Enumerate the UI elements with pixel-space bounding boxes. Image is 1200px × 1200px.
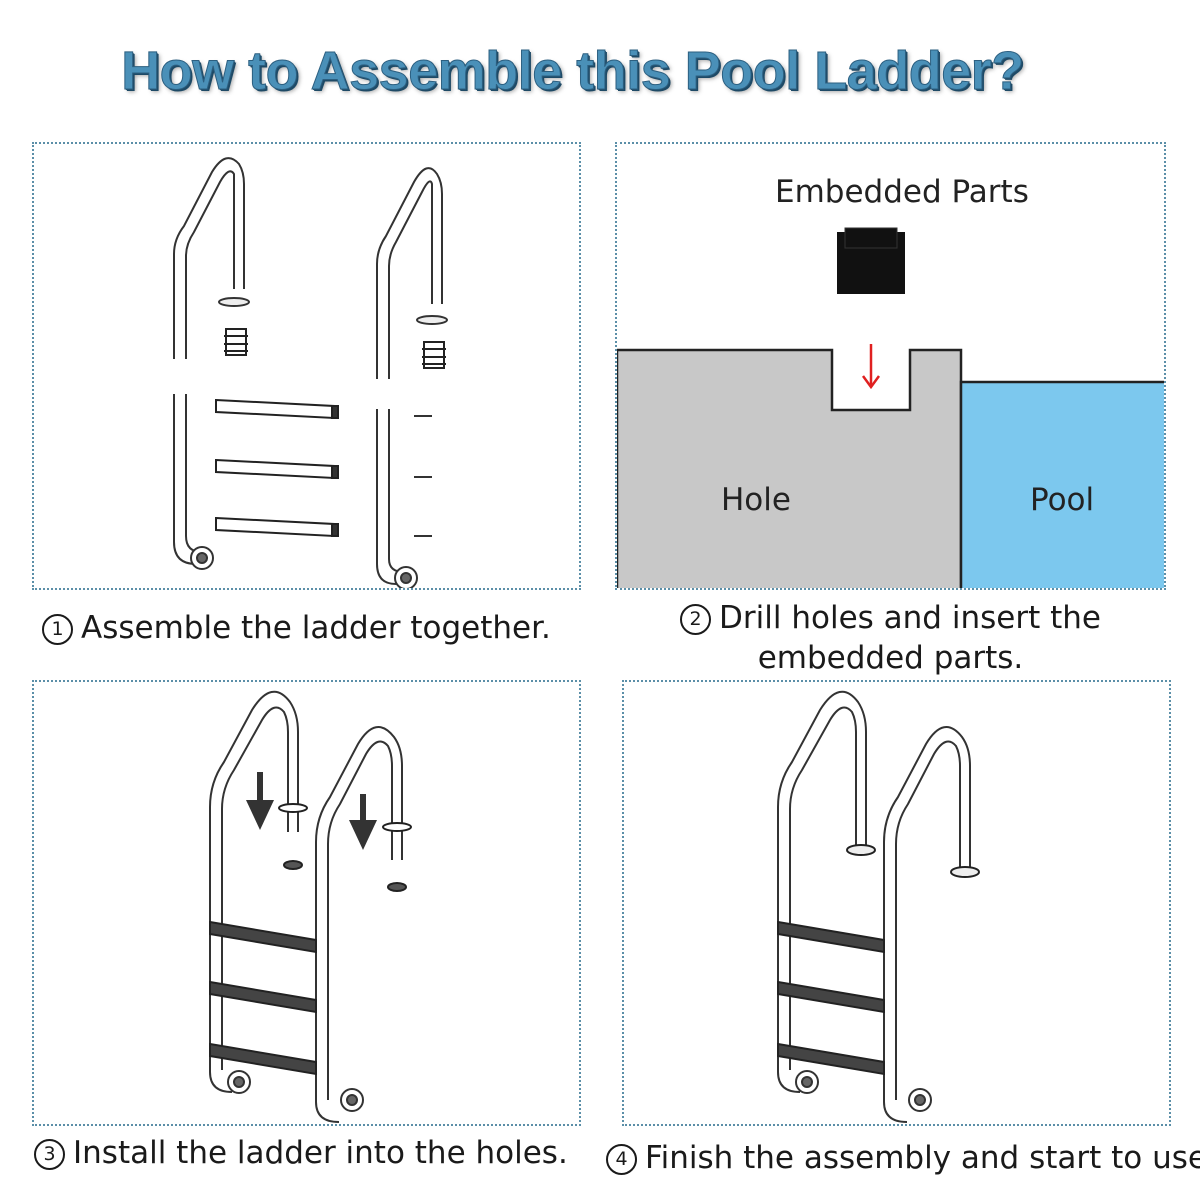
step-number-4: 4 (606, 1143, 637, 1175)
down-arrow-icon (246, 772, 377, 850)
step-number-2: 2 (680, 603, 712, 635)
wheel-icon (190, 546, 418, 588)
embedded-part-icon (837, 227, 905, 294)
left-post-lower (173, 394, 202, 565)
panel-step-3 (32, 680, 581, 1126)
down-arrow-icon (861, 344, 881, 390)
panel-step-1 (32, 142, 581, 590)
right-handrail-upper (376, 167, 443, 379)
wheel-icon (795, 1070, 932, 1112)
pool-section (959, 380, 1164, 588)
panel-step-2: Embedded Parts Hole Pool (615, 142, 1166, 590)
install-ladder-diagram (209, 690, 412, 1123)
step-number-1: 1 (42, 613, 73, 645)
embedded-parts-label: Embedded Parts (775, 174, 1029, 210)
panel-step-4 (622, 680, 1171, 1126)
anchor-icon (224, 328, 446, 369)
bolt-icon (414, 415, 432, 537)
left-handrail-upper (173, 157, 245, 359)
flange-icon (278, 803, 412, 892)
flange-icon (218, 297, 448, 325)
exploded-ladder-diagram (173, 157, 448, 588)
wheel-icon (227, 1070, 364, 1112)
step-tread-icon (777, 920, 885, 1076)
hole-label: Hole (721, 482, 791, 518)
page-title: How to Assemble this Pool Ladder? (121, 41, 1025, 102)
cross-section-diagram (617, 227, 1164, 588)
step-tread-icon (215, 398, 339, 538)
step-number-3: 3 (34, 1138, 65, 1170)
flange-icon (846, 844, 980, 878)
ground-section (617, 348, 963, 588)
step-tread-icon (209, 920, 317, 1076)
finished-ladder-diagram (777, 690, 980, 1123)
pool-label: Pool (1030, 482, 1095, 518)
right-post-lower (376, 409, 404, 585)
